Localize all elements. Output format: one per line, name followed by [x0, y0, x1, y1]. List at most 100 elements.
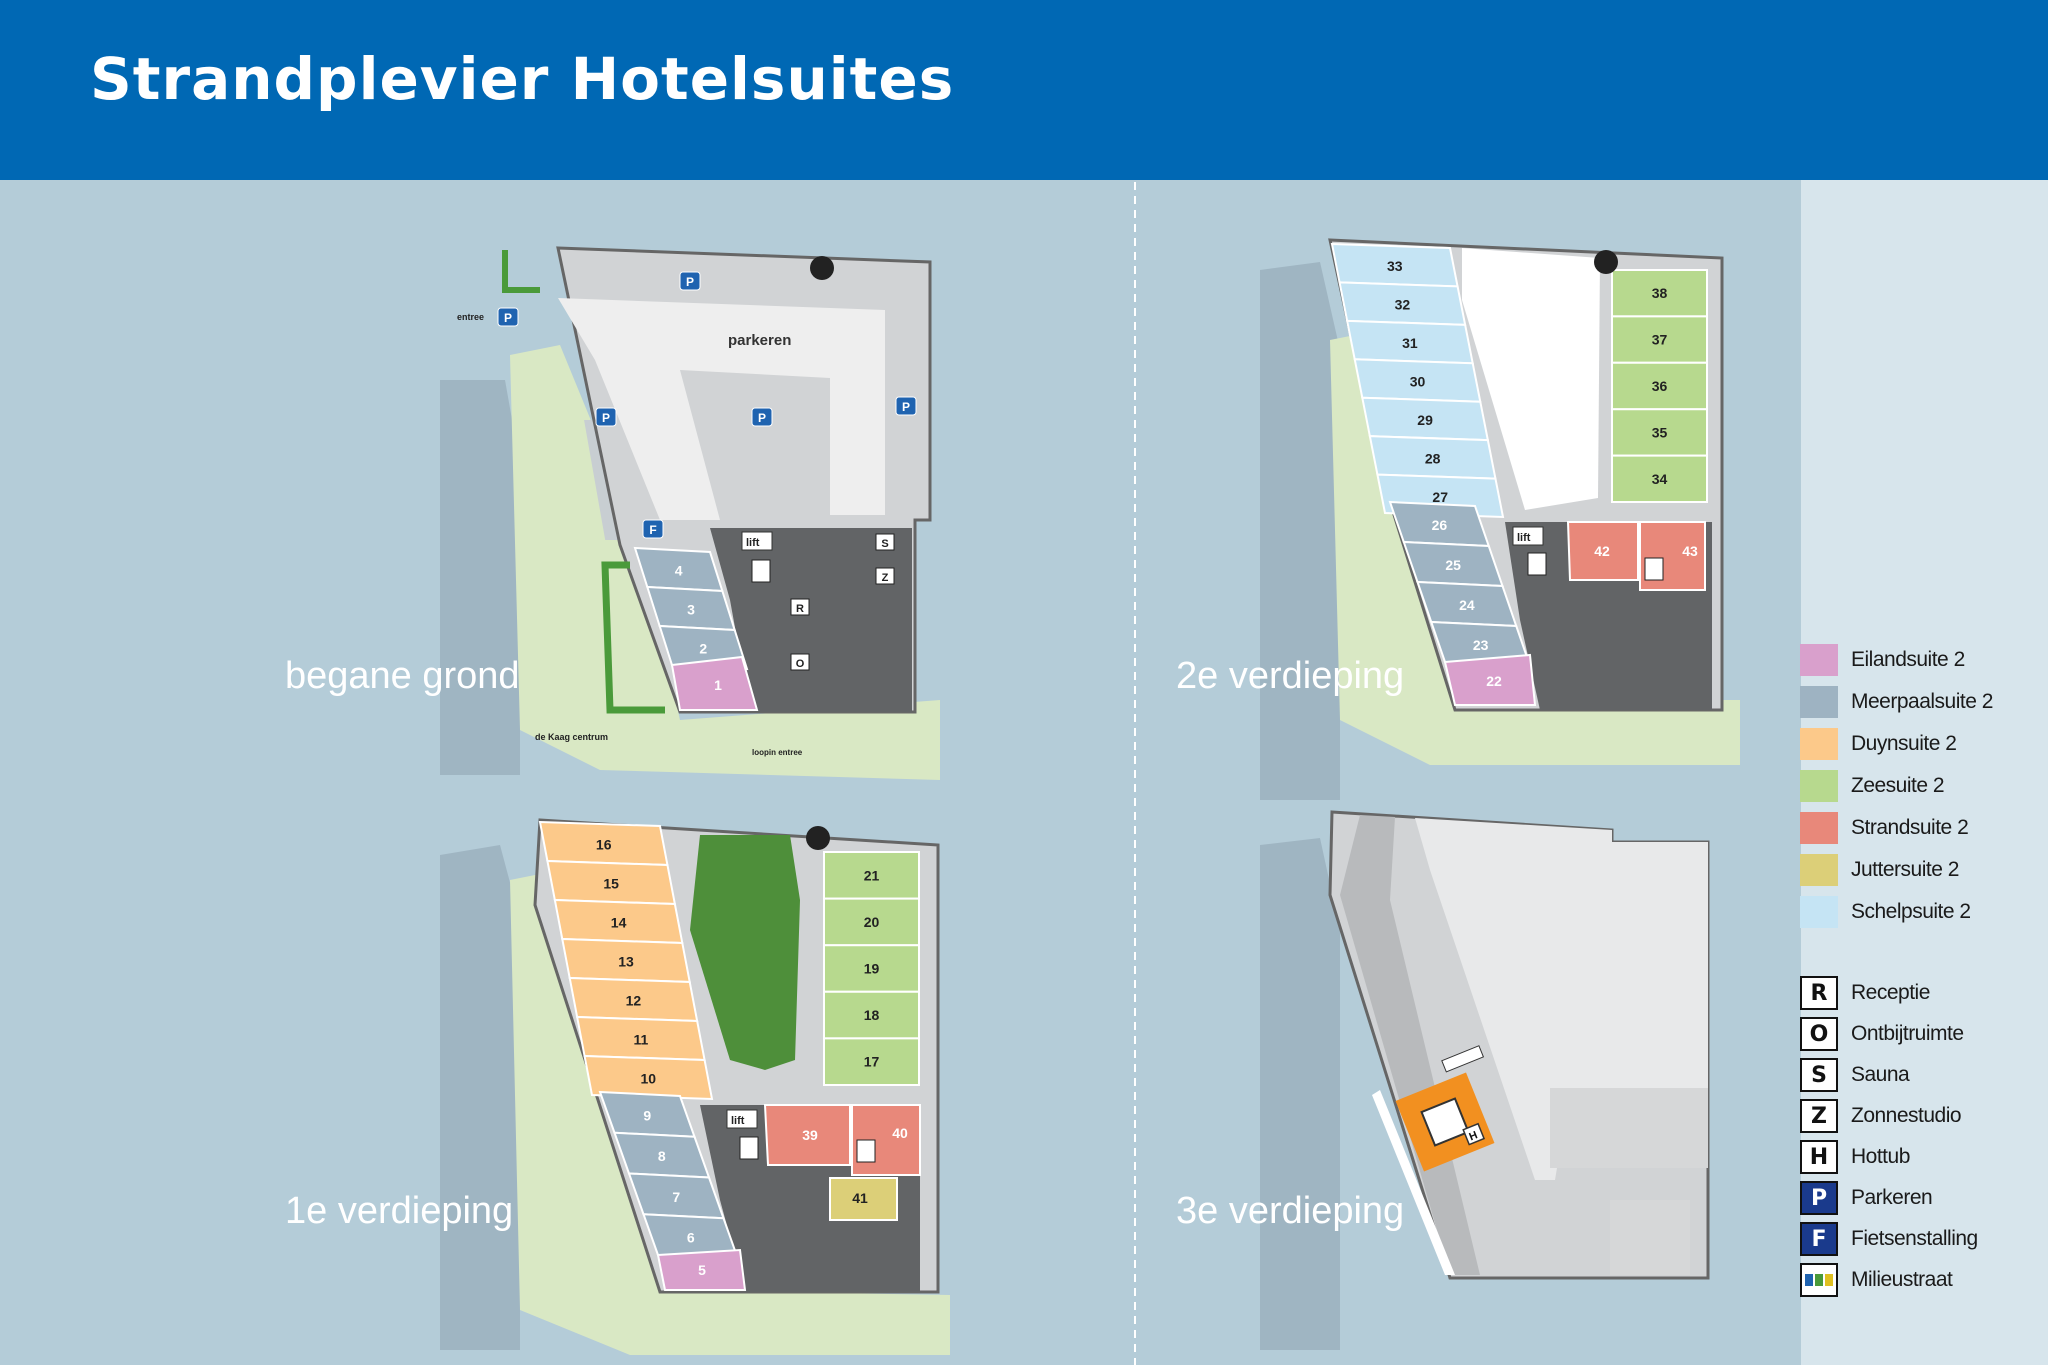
marker-letter: P — [758, 411, 766, 425]
third-floor-map: H — [1260, 810, 1710, 1350]
legend-key-icon: F — [1800, 1222, 1838, 1256]
legend-label: Eilandsuite 2 — [1851, 648, 1965, 671]
hottub-letter: H — [1468, 1129, 1480, 1143]
room-number: 14 — [611, 915, 627, 931]
room-number: 6 — [687, 1230, 695, 1246]
tunnel-icon — [810, 256, 834, 280]
legend-label: Milieustraat — [1851, 1268, 1953, 1291]
room-number: 27 — [1432, 489, 1448, 505]
legend-label: Zeesuite 2 — [1851, 774, 1945, 797]
stairs-icon — [751, 559, 771, 583]
room-number: 24 — [1459, 597, 1475, 613]
facility-icon — [790, 653, 810, 671]
legend-swatch — [1800, 854, 1838, 886]
hottub-icon — [1420, 1097, 1470, 1147]
room-number: 20 — [864, 914, 880, 930]
suite-room[interactable] — [829, 1177, 898, 1221]
parking-icon — [679, 271, 701, 291]
room-number: 29 — [1417, 412, 1433, 428]
legend-suite: Meerpaalsuite 2 — [1800, 684, 1993, 720]
legend-key: O Ontbijtruimte — [1800, 1016, 1964, 1052]
parking-label: parkeren — [728, 332, 791, 349]
room-number: 17 — [864, 1054, 880, 1070]
suite-room[interactable] — [656, 1248, 747, 1291]
room-number: 41 — [852, 1190, 868, 1206]
hedge — [601, 561, 665, 714]
suite-room[interactable] — [1566, 521, 1639, 581]
marker-letter: P — [602, 411, 610, 425]
legend-key-icon: P — [1800, 1181, 1838, 1215]
marker-letter: P — [686, 275, 694, 289]
facility-icon — [875, 533, 895, 551]
lift-label: lift — [731, 1115, 745, 1127]
room-number: 13 — [618, 954, 634, 970]
facility-icon — [875, 567, 895, 585]
terrace-edge — [1372, 1090, 1455, 1275]
legend-suite: Juttersuite 2 — [1800, 852, 1959, 888]
third-floor-label: 3e verdieping — [1176, 1190, 1405, 1232]
stairs-icon — [1527, 552, 1547, 576]
room-number: 42 — [1594, 543, 1610, 559]
parking-lanes — [558, 298, 885, 520]
parking-icon — [895, 396, 917, 416]
second-floor-label: 2e verdieping — [1176, 655, 1405, 697]
parking-icon — [497, 307, 519, 327]
room-number: 23 — [1473, 637, 1489, 653]
legend-label: Hottub — [1851, 1145, 1910, 1168]
legend-suite: Eilandsuite 2 — [1800, 642, 1965, 678]
room-number: 40 — [892, 1125, 908, 1141]
page-title: Strandplevier Hotelsuites — [90, 45, 955, 113]
legend-label: Sauna — [1851, 1063, 1910, 1086]
room-number: 34 — [1652, 471, 1668, 487]
facility-letter: O — [796, 658, 805, 670]
room-number: 19 — [864, 961, 880, 977]
facility-icon — [790, 598, 810, 616]
room-number: 1 — [714, 677, 722, 693]
green-area — [510, 345, 940, 780]
suite-room[interactable] — [763, 1104, 851, 1166]
room-number: 39 — [802, 1127, 818, 1143]
room-number: 7 — [672, 1189, 680, 1205]
road — [440, 845, 520, 1350]
legend-suite: Duynsuite 2 — [1800, 726, 1957, 762]
legend-label: Fietsenstalling — [1851, 1227, 1978, 1250]
lift-icon — [741, 531, 773, 551]
foot-entrance-label: loopin entree — [752, 748, 803, 757]
legend-key-icon: Z — [1800, 1099, 1838, 1133]
room-number: 5 — [698, 1262, 706, 1278]
room-number: 37 — [1652, 332, 1668, 348]
roof-block — [1550, 1088, 1708, 1168]
marker-letter: F — [649, 523, 656, 537]
lift-icon — [1512, 526, 1544, 546]
hedge — [502, 250, 540, 293]
room-number: 26 — [1432, 517, 1448, 533]
legend-key-icon: S — [1800, 1058, 1838, 1092]
bin-icon — [1805, 1274, 1813, 1286]
room-number: 33 — [1387, 258, 1403, 274]
legend-swatch — [1800, 644, 1838, 676]
legend-label: Meerpaalsuite 2 — [1851, 690, 1993, 713]
suite-room[interactable] — [670, 655, 759, 711]
legend-suite: Zeesuite 2 — [1800, 768, 1945, 804]
legend-key-icon: O — [1800, 1017, 1838, 1051]
legend-panel — [1801, 180, 2048, 1365]
room-number: 2 — [699, 641, 707, 657]
room-number: 15 — [603, 876, 619, 892]
legend-label: Strandsuite 2 — [1851, 816, 1969, 839]
hottub-steps — [1441, 1045, 1485, 1073]
legend-label: Ontbijtruimte — [1851, 1022, 1964, 1045]
suite-room[interactable] — [1611, 454, 1708, 503]
parking-icon — [595, 407, 617, 427]
courtyard-garden — [690, 835, 800, 1070]
suite-room[interactable] — [583, 1054, 714, 1101]
facility-letter: R — [796, 603, 804, 615]
legend-label: Zonnestudio — [1851, 1104, 1962, 1127]
room-number: 21 — [864, 867, 880, 883]
suite-room[interactable] — [823, 1037, 920, 1086]
suite-room[interactable] — [1443, 653, 1537, 706]
road — [1260, 262, 1340, 800]
room-number: 9 — [643, 1107, 651, 1123]
